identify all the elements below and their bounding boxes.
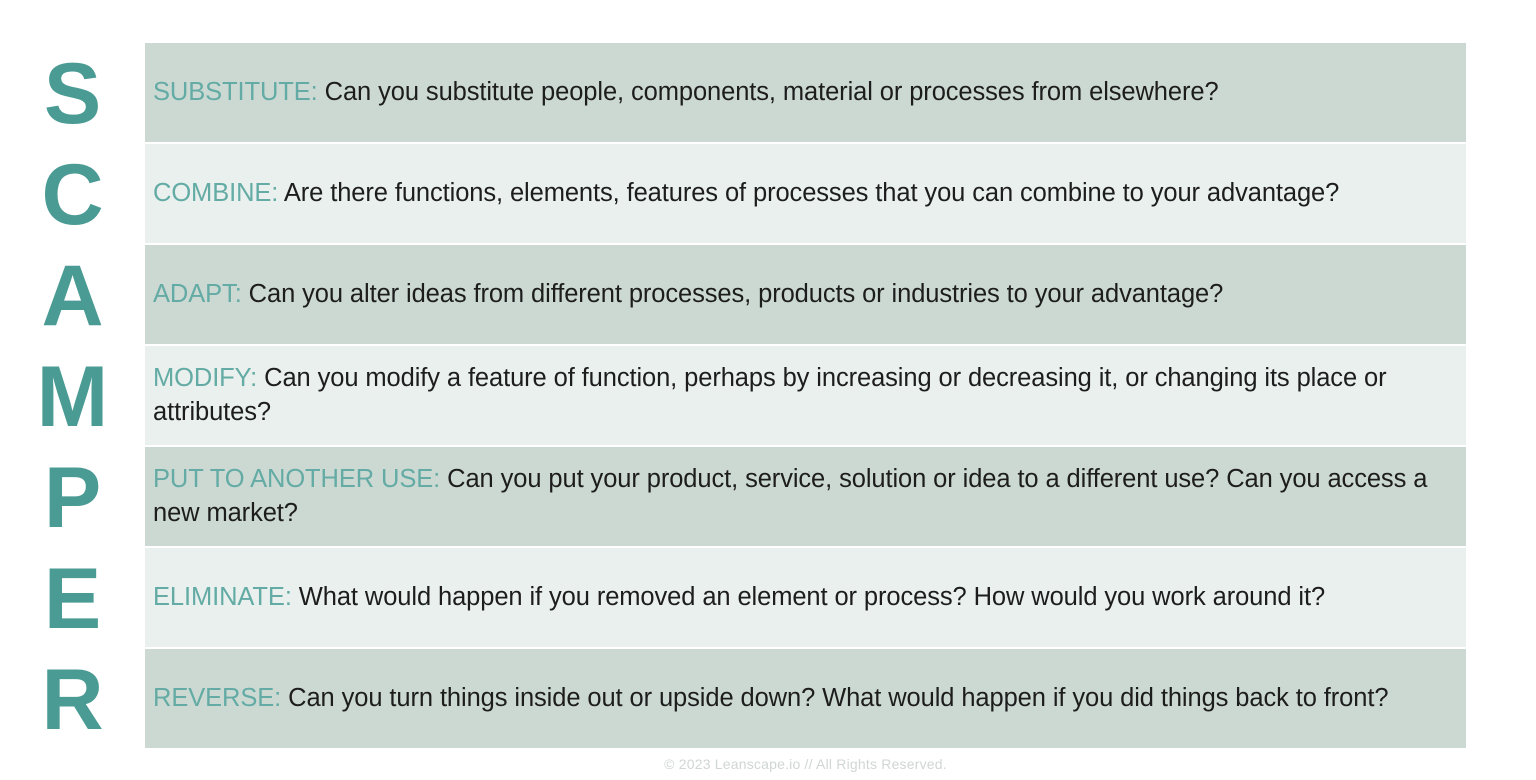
row-text-adapt: ADAPT: Can you alter ideas from differen… [153,278,1237,312]
row-body-reverse: Can you turn things inside out or upside… [281,683,1389,712]
acronym-letter-e: E [43,550,102,647]
row-body-eliminate: What would happen if you removed an elem… [291,582,1326,611]
acronym-letter-p: P [43,449,102,546]
scamper-row-put-to-another-use: PUT TO ANOTHER USE: Can you put your pro… [145,447,1466,546]
row-body-modify: Can you modify a feature of function, pe… [153,363,1387,426]
row-keyword-combine: COMBINE: [153,178,279,207]
row-text-substitute: SUBSTITUTE: Can you substitute people, c… [153,76,1233,110]
acronym-letter-c: C [41,146,104,243]
scamper-row-reverse: REVERSE: Can you turn things inside out … [145,649,1466,748]
scamper-row-combine: COMBINE: Are there functions, elements, … [145,144,1466,243]
row-keyword-modify: MODIFY: [153,363,258,392]
acronym-letter-r: R [41,651,104,748]
scamper-row-modify: MODIFY: Can you modify a feature of func… [145,346,1466,445]
acronym-letter-a: A [41,247,104,344]
row-keyword-eliminate: ELIMINATE: [153,582,292,611]
prompt-rows-column: SUBSTITUTE: Can you substitute people, c… [145,0,1536,780]
row-text-eliminate: ELIMINATE: What would happen if you remo… [153,581,1339,615]
row-body-put-to-another-use: Can you put your product, service, solut… [153,464,1428,527]
acronym-column: S C A M P E R [0,0,145,780]
row-keyword-adapt: ADAPT: [153,279,242,308]
row-text-combine: COMBINE: Are there functions, elements, … [153,177,1353,211]
row-keyword-reverse: REVERSE: [153,683,282,712]
scamper-row-substitute: SUBSTITUTE: Can you substitute people, c… [145,43,1466,142]
acronym-letter-m: M [36,348,109,445]
row-keyword-substitute: SUBSTITUTE: [153,77,318,106]
row-text-put-to-another-use: PUT TO ANOTHER USE: Can you put your pro… [153,463,1466,530]
row-text-reverse: REVERSE: Can you turn things inside out … [153,682,1402,716]
scamper-row-adapt: ADAPT: Can you alter ideas from differen… [145,245,1466,344]
row-body-substitute: Can you substitute people, components, m… [317,77,1219,106]
row-body-combine: Are there functions, elements, features … [278,178,1340,207]
scamper-row-eliminate: ELIMINATE: What would happen if you remo… [145,548,1466,647]
acronym-letter-s: S [43,45,102,142]
footer-copyright: © 2023 Leanscape.io // All Rights Reserv… [664,756,947,772]
row-keyword-put-to-another-use: PUT TO ANOTHER USE: [153,464,441,493]
row-text-modify: MODIFY: Can you modify a feature of func… [153,362,1466,429]
row-body-adapt: Can you alter ideas from different proce… [241,279,1224,308]
